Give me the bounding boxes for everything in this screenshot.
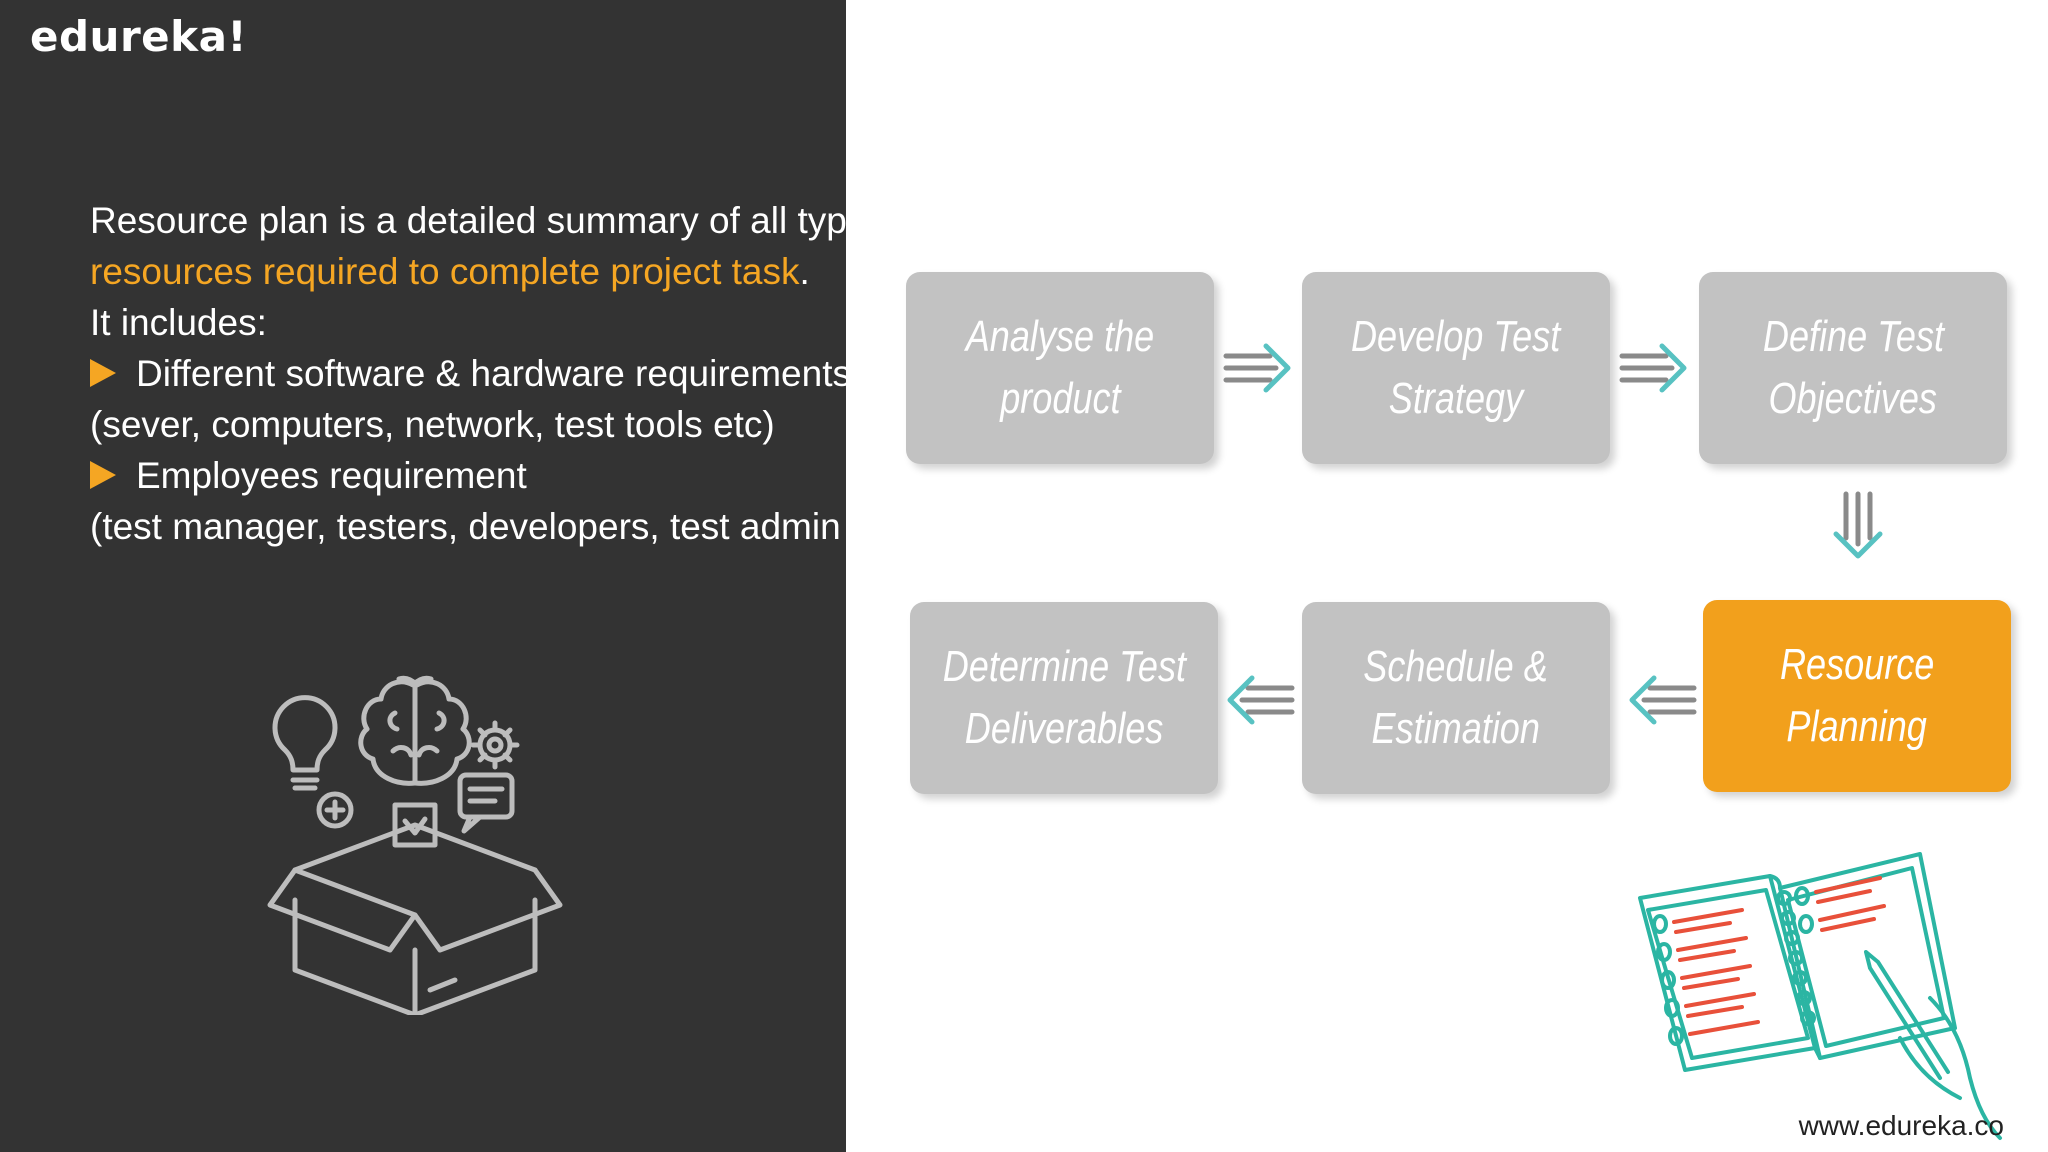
left-arrow-icon [1227, 675, 1295, 725]
step-line-2: Strategy [1388, 374, 1524, 423]
description-period: . [799, 251, 810, 292]
chat-bubble-icon [457, 772, 515, 834]
lightbulb-icon [272, 695, 338, 791]
step-line-1: Determine Test [942, 642, 1186, 691]
step-determine-test-deliverables: Determine Test Deliverables [910, 602, 1218, 794]
step-line-2: Objectives [1768, 374, 1938, 423]
plus-circle-icon [316, 791, 354, 829]
step-resource-planning: Resource Planning [1703, 600, 2011, 792]
bullet-2: Employees requirement [90, 450, 830, 501]
step-line-1: Define Test [1762, 312, 1944, 361]
step-line-1: Resource [1779, 640, 1935, 689]
step-line-1: Analyse the [965, 312, 1155, 361]
step-develop-test-strategy: Develop Test Strategy [1302, 272, 1610, 464]
description-line-2: resources required to complete project t… [90, 246, 830, 297]
bullet-arrow-icon [90, 359, 116, 388]
left-arrow-icon [1629, 675, 1697, 725]
resource-plan-description: Resource plan is a detailed summary of a… [90, 195, 928, 552]
brain-icon [358, 675, 472, 786]
right-arrow-icon [1619, 343, 1687, 393]
step-line-2: Estimation [1371, 704, 1541, 753]
step-schedule-estimation: Schedule & Estimation [1302, 602, 1610, 794]
bullet-2-label: Employees requirement [136, 455, 527, 496]
step-line-1: Develop Test [1351, 312, 1561, 361]
step-analyse-the-product: Analyse the product [906, 272, 1214, 464]
down-arrow-icon [1833, 491, 1883, 559]
bullet-2-detail: (test manager, testers, developers, test… [90, 506, 913, 547]
open-box-icon [267, 822, 563, 1015]
bullet-1: Different software & hardware requiremen… [90, 348, 851, 399]
step-line-2: product [999, 374, 1121, 423]
left-panel: edureka! Resource plan is a detailed sum… [0, 0, 928, 1152]
step-line-1: Schedule & [1363, 642, 1549, 691]
right-arrow-icon [1223, 343, 1291, 393]
bullet-1-detail: (sever, computers, network, test tools e… [90, 404, 775, 445]
bullet-1-label: Different software & hardware requiremen… [136, 353, 851, 394]
website-url: www.edureka.co [1798, 1110, 2004, 1141]
gear-icon [470, 720, 520, 770]
description-line-1: Resource plan is a detailed summary of a… [90, 200, 928, 241]
bullet-arrow-icon [90, 461, 116, 490]
description-highlight: resources required to complete project t… [90, 251, 800, 292]
step-line-2: Planning [1786, 702, 1928, 751]
ideas-box-illustration [267, 675, 563, 1015]
edureka-logo: edureka! [30, 12, 248, 61]
step-line-2: Deliverables [964, 704, 1164, 753]
description-line-3: It includes: [90, 302, 267, 343]
notebook-writing-illustration [1638, 852, 2002, 1140]
step-define-test-objectives: Define Test Objectives [1699, 272, 2007, 464]
